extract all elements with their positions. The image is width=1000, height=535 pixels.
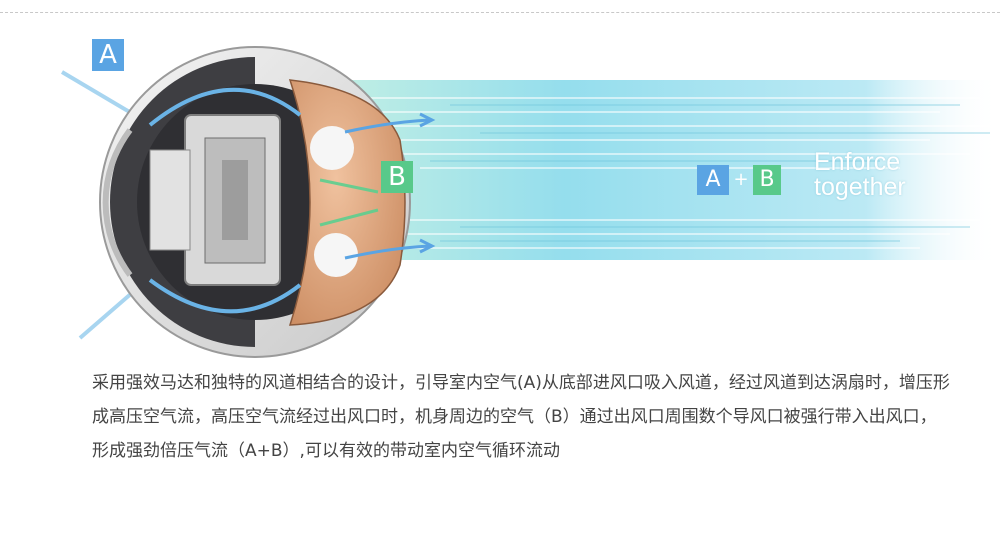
- fan-body: [99, 46, 411, 358]
- label-a-badge: A: [92, 39, 124, 71]
- description-paragraph: 采用强效马达和独特的风道相结合的设计，引导室内空气(A)从底部进风口吸入风道，经…: [92, 373, 950, 461]
- enforce-line-2: together: [814, 173, 906, 201]
- fan-cutaway-illustration: [0, 20, 1000, 365]
- airflow-stream: [330, 80, 1000, 260]
- enforce-together-caption: Enforce together: [814, 150, 906, 200]
- outlet-arrows: [344, 112, 436, 260]
- combo-b-segment: B: [753, 165, 781, 195]
- label-b-badge: B: [381, 161, 413, 193]
- fan-cutaway-svg: [60, 46, 1000, 358]
- enforce-line-1: Enforce: [814, 148, 901, 176]
- b-inflow-arrows: [319, 178, 379, 227]
- combo-plus-sign: +: [733, 169, 749, 190]
- top-dashed-divider: [0, 12, 1000, 13]
- combo-a-segment: A: [697, 165, 729, 195]
